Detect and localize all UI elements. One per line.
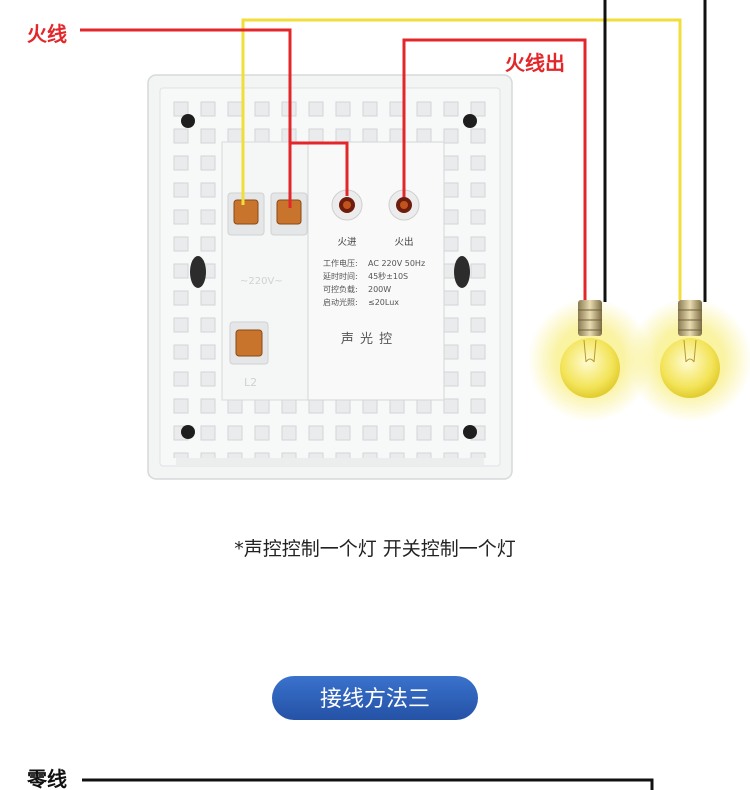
spec-value: 200W: [368, 285, 391, 294]
live-wire-branch: [290, 141, 349, 196]
spec-label: 延时时间:: [323, 271, 358, 281]
caption: *声控控制一个灯 开关控制一个灯: [234, 538, 516, 560]
terminal-l1: [233, 199, 259, 225]
spec-label: 可控负载:: [323, 284, 358, 294]
method-three-button[interactable]: 接线方法三: [272, 676, 478, 720]
live-wire-label: 火线: [27, 22, 67, 46]
neutral-wire: [82, 778, 654, 790]
spec-label: 工作电压:: [323, 258, 358, 268]
live-wire: [80, 28, 292, 208]
method-three-label: 接线方法三: [320, 687, 430, 712]
spec-value: 45秒±10S: [368, 271, 408, 281]
screw-hole: [181, 425, 195, 439]
l2-marking: L2: [244, 376, 257, 389]
spec-value: ≤20Lux: [368, 298, 399, 307]
spec-value: AC 220V 50Hz: [368, 259, 425, 268]
neutral-wire-label: 零线: [26, 767, 67, 790]
switched-wire: [241, 18, 682, 300]
screw-hole: [463, 425, 477, 439]
live-out-wire: [402, 38, 587, 300]
voltage-marking: ~220V~: [240, 276, 283, 287]
mounting-slot: [190, 256, 206, 288]
sound-light-module: 火进 火出 工作电压: AC 220V 50Hz 延时时间: 45秒±10S 可…: [307, 141, 445, 401]
terminal-l2: [235, 329, 263, 357]
screw-hole: [463, 114, 477, 128]
terminal-in-label: 火进: [337, 237, 357, 248]
bulb-icon: [528, 298, 652, 422]
spec-label: 启动光照:: [323, 297, 358, 307]
mounting-slot: [454, 256, 470, 288]
module-name: 声 光 控: [341, 332, 393, 347]
terminal-out-label: 火出: [394, 236, 413, 248]
screw-hole: [181, 114, 195, 128]
switch-module: ~220V~ L2: [221, 141, 311, 401]
live-out-label: 火线出: [505, 51, 565, 75]
bulb-icon: [628, 298, 750, 422]
